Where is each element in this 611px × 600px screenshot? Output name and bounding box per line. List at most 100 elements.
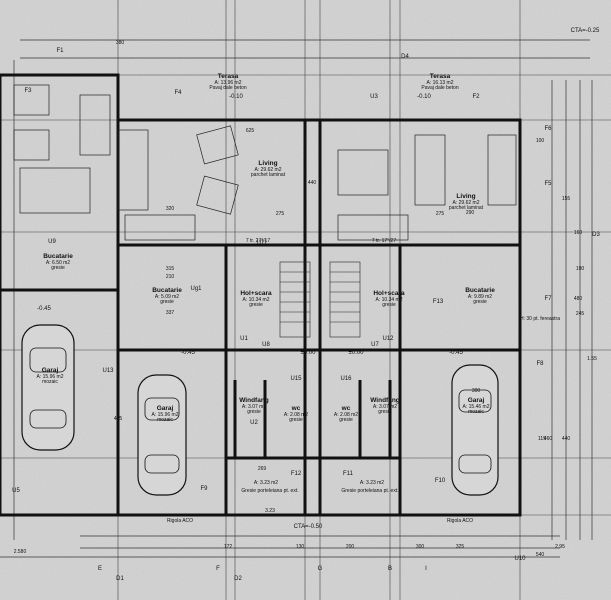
dimension-value: 495 — [114, 416, 123, 422]
room-finish: gresie — [382, 302, 396, 308]
room-name: Terasa — [430, 73, 451, 80]
note-curb-left: Gresie porteleiana pt. ext. — [241, 488, 298, 494]
element-tag: U1 — [240, 336, 248, 342]
level-mark: ±0.00 — [349, 350, 365, 356]
room-finish: gresie — [249, 302, 263, 308]
room-name: wc — [341, 405, 351, 412]
note-gutter-right: Rigola ACO — [447, 518, 473, 524]
room-finish: gresie — [289, 417, 303, 423]
room-area: A: 15.96 m2 — [37, 374, 64, 380]
dimension-value: 200 — [346, 544, 355, 550]
element-tag: U10 — [514, 556, 526, 562]
room-finish: gresie — [473, 299, 487, 305]
room-name: Living — [456, 193, 475, 200]
dimension-value: 210 — [166, 274, 175, 280]
element-tag: F9 — [200, 486, 208, 492]
room-finish: gresie — [51, 265, 65, 271]
element-tag: F2 — [472, 94, 480, 100]
room-area: A: 9.89 m2 — [468, 294, 492, 300]
level-mark: -0.45 — [449, 350, 463, 356]
element-tag: F8 — [536, 361, 544, 367]
room-finish: parchet laminat — [251, 172, 286, 178]
dimension-value: 2.580 — [14, 549, 27, 555]
dimension-value: 290 — [466, 210, 475, 216]
level-mark: -0.45 — [181, 350, 195, 356]
element-tag: F5 — [544, 181, 552, 187]
grid-label: E — [98, 566, 102, 572]
dimension-value: 3.23 — [265, 508, 275, 514]
dimension-value: 440 — [562, 436, 571, 442]
dimension-value: 1.55 — [587, 356, 597, 362]
room-finish: mozaic — [157, 417, 173, 423]
dimension-value: 269 — [258, 466, 267, 472]
dimension-value: 480 — [574, 296, 583, 302]
grid-label: D4 — [401, 54, 409, 60]
dimension-value: 160 — [574, 230, 583, 236]
dimension-value: 130 — [296, 544, 305, 550]
dimension-value: 100 — [536, 138, 545, 144]
dimension-value: 625 — [246, 128, 255, 134]
dimension-value: 300 — [416, 544, 425, 550]
room-name: Garaj — [468, 397, 485, 404]
element-tag: F10 — [435, 478, 446, 484]
room-area: A: 3.07 m2 — [373, 404, 397, 410]
level-mark: -0.10 — [417, 94, 431, 100]
note-curb-right: Gresie porteleiana pt. ext. — [341, 488, 398, 494]
dimension-value: 380 — [116, 40, 125, 46]
dimension-lines — [0, 39, 593, 558]
dimension-value: 540 — [536, 552, 545, 558]
room-area: A: 15.46 m2 — [463, 404, 490, 410]
element-tag: U9 — [48, 239, 56, 245]
car-details — [29, 347, 492, 474]
room-name: Bucatarie — [152, 287, 182, 294]
room-finish: Pavaj dale beton — [209, 85, 246, 91]
cars — [21, 324, 499, 496]
room-name: Terasa — [218, 73, 239, 80]
room-finish: Pavaj dale beton — [421, 85, 458, 91]
room-area: A: 5.09 m2 — [155, 294, 179, 300]
level-mark: ±0.00 — [301, 350, 317, 356]
level-mark: -0.45 — [37, 306, 51, 312]
dimension-value: 300 — [472, 388, 481, 394]
grid-label: D1 — [116, 576, 124, 582]
room-name: Garaj — [42, 367, 59, 374]
note-area-right: A: 3.23 m2 — [360, 480, 384, 486]
room-name: Hol+scara — [240, 290, 272, 297]
element-tag: U8 — [262, 342, 270, 348]
element-tag: F12 — [291, 471, 302, 477]
furniture — [13, 84, 517, 241]
room-finish: gresie — [160, 299, 174, 305]
bottom-elevation-reference: CTA=-0.50 — [294, 524, 323, 530]
element-tag: F6 — [544, 126, 552, 132]
dimension-value: 275 — [276, 211, 285, 217]
element-tag: U5 — [12, 488, 20, 494]
dimension-value: 115 — [538, 436, 546, 442]
element-tag: U15 — [290, 376, 302, 382]
room-name: Windfang — [239, 397, 269, 404]
elevation-reference: CTA=-0.25 — [571, 28, 600, 34]
dimension-value: 337 — [166, 310, 175, 316]
element-tag: U11 — [257, 240, 268, 246]
grid-label: I — [425, 566, 427, 572]
dimension-value: 325 — [456, 544, 465, 550]
grid-label: B — [388, 566, 392, 572]
walls — [0, 73, 522, 517]
room-area: A: 29.62 m2 — [255, 167, 282, 173]
room-area: A: 10.34 m2 — [376, 297, 403, 303]
element-tag: U16 — [340, 376, 352, 382]
element-tag: F3 — [24, 88, 32, 94]
room-finish: parchet laminat — [449, 205, 484, 211]
element-tag: U7 — [371, 342, 379, 348]
room-area: A: 2.08 m2 — [284, 412, 308, 418]
room-area: A: 15.96 m2 — [152, 412, 179, 418]
element-tag: F11 — [343, 471, 354, 477]
room-finish: gresie — [378, 409, 392, 415]
room-finish: gresie — [339, 417, 353, 423]
grid-label: F — [216, 566, 220, 572]
element-tag: U12 — [382, 336, 394, 342]
room-area: A: 3.07 m2 — [242, 404, 266, 410]
element-tag: F1 — [56, 48, 64, 54]
note-area-left: A: 3.23 m2 — [254, 480, 278, 486]
